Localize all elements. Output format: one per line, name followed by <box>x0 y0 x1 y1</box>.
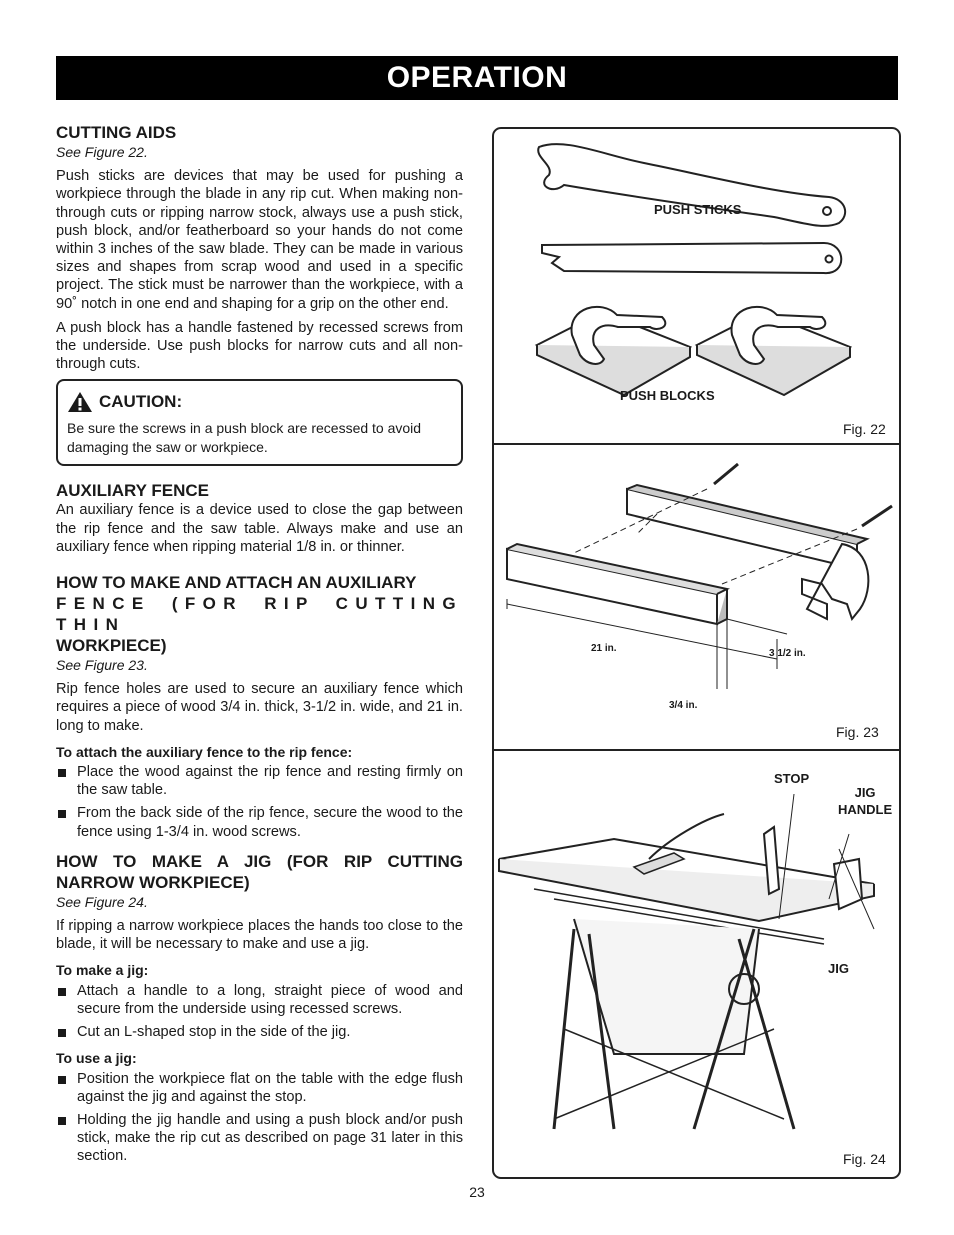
attach-fence-steps: Place the wood against the rip fence and… <box>56 763 463 841</box>
make-aux-heading-line1: HOW TO MAKE AND ATTACH AN AUXILIARY <box>56 573 417 593</box>
push-sticks-label: PUSH STICKS <box>654 202 742 217</box>
make-jig-steps: Attach a handle to a long, straight piec… <box>56 982 463 1042</box>
make-jig-subheading: To make a jig: <box>56 962 149 979</box>
push-block-icon <box>694 305 852 397</box>
auxiliary-fence-illustration <box>506 462 893 689</box>
make-jig-heading: HOW TO MAKE A JIG (FOR RIP CUTTING NARRO… <box>56 851 463 892</box>
push-block-icon <box>534 305 692 397</box>
make-aux-heading-line2: FENCE (FOR RIP CUTTING THIN <box>56 594 463 635</box>
list-item: Holding the jig handle and using a push … <box>56 1111 463 1166</box>
figure-divider <box>494 749 899 751</box>
figure-divider <box>494 443 899 445</box>
use-jig-subheading: To use a jig: <box>56 1050 137 1067</box>
jig-handle-label-line1: JIG <box>854 785 876 800</box>
jig-handle-label-line2: HANDLE <box>838 802 893 817</box>
make-aux-heading-line3: WORKPIECE) <box>56 636 167 656</box>
auxiliary-fence-heading: AUXILIARY FENCE <box>56 481 210 501</box>
height-dimension-label: 3 1/2 in. <box>769 648 806 659</box>
use-jig-steps: Position the workpiece flat on the table… <box>56 1070 463 1166</box>
cutting-aids-heading: CUTTING AIDS <box>56 123 177 142</box>
list-item: From the back side of the rip fence, sec… <box>56 804 463 840</box>
table-saw-jig-illustration <box>498 793 875 1130</box>
list-item: Place the wood against the rip fence and… <box>56 763 463 799</box>
auxiliary-fence-paragraph: An auxiliary fence is a device used to c… <box>56 502 463 555</box>
warning-triangle-icon <box>68 392 92 413</box>
list-item: Cut an L-shaped stop in the side of the … <box>56 1023 463 1041</box>
length-dimension-label: 21 in. <box>591 643 617 654</box>
page-number: 23 <box>469 1184 485 1200</box>
jig-label: JIG <box>828 961 849 976</box>
make-aux-fence-heading: HOW TO MAKE AND ATTACH AN AUXILIARY FENC… <box>56 572 463 656</box>
see-figure-24: See Figure 24. <box>56 893 148 910</box>
see-figure-22: See Figure 22. <box>56 144 148 160</box>
make-jig-paragraph: If ripping a narrow workpiece places the… <box>56 918 463 953</box>
figure-24-label: Fig. 24 <box>843 1151 886 1167</box>
stop-label: STOP <box>774 771 810 786</box>
figures-frame: PUSH STICKS PUSH BLOCKS Fig. 22 21 in. 3… <box>492 127 901 1179</box>
caution-text: Be sure the screws in a push block are r… <box>67 420 422 456</box>
push-sticks-illustration <box>537 143 847 275</box>
push-blocks-label: PUSH BLOCKS <box>620 388 715 403</box>
see-figure-23: See Figure 23. <box>56 657 148 674</box>
list-item: Position the workpiece flat on the table… <box>56 1070 463 1106</box>
caution-header: CAUTION: <box>67 391 452 413</box>
cutting-aids-paragraph-1: Push sticks are devices that may be used… <box>56 168 463 312</box>
caution-box: CAUTION: Be sure the screws in a push bl… <box>56 379 463 467</box>
left-column: CUTTING AIDS See Figure 22. Push sticks … <box>56 122 463 1171</box>
caution-title: CAUTION: <box>99 392 183 412</box>
attach-fence-subheading: To attach the auxiliary fence to the rip… <box>56 743 353 760</box>
page-title-banner: OPERATION <box>56 56 898 100</box>
jig-handle-label: JIG HANDLE <box>838 784 892 818</box>
figure-22-label: Fig. 22 <box>843 421 886 437</box>
figure-23-label: Fig. 23 <box>836 724 879 740</box>
list-item: Attach a handle to a long, straight piec… <box>56 982 463 1018</box>
cutting-aids-paragraph-2: A push block has a handle fastened by re… <box>56 319 463 373</box>
make-aux-paragraph: Rip fence holes are used to secure an au… <box>56 681 463 734</box>
thickness-dimension-label: 3/4 in. <box>669 700 698 711</box>
